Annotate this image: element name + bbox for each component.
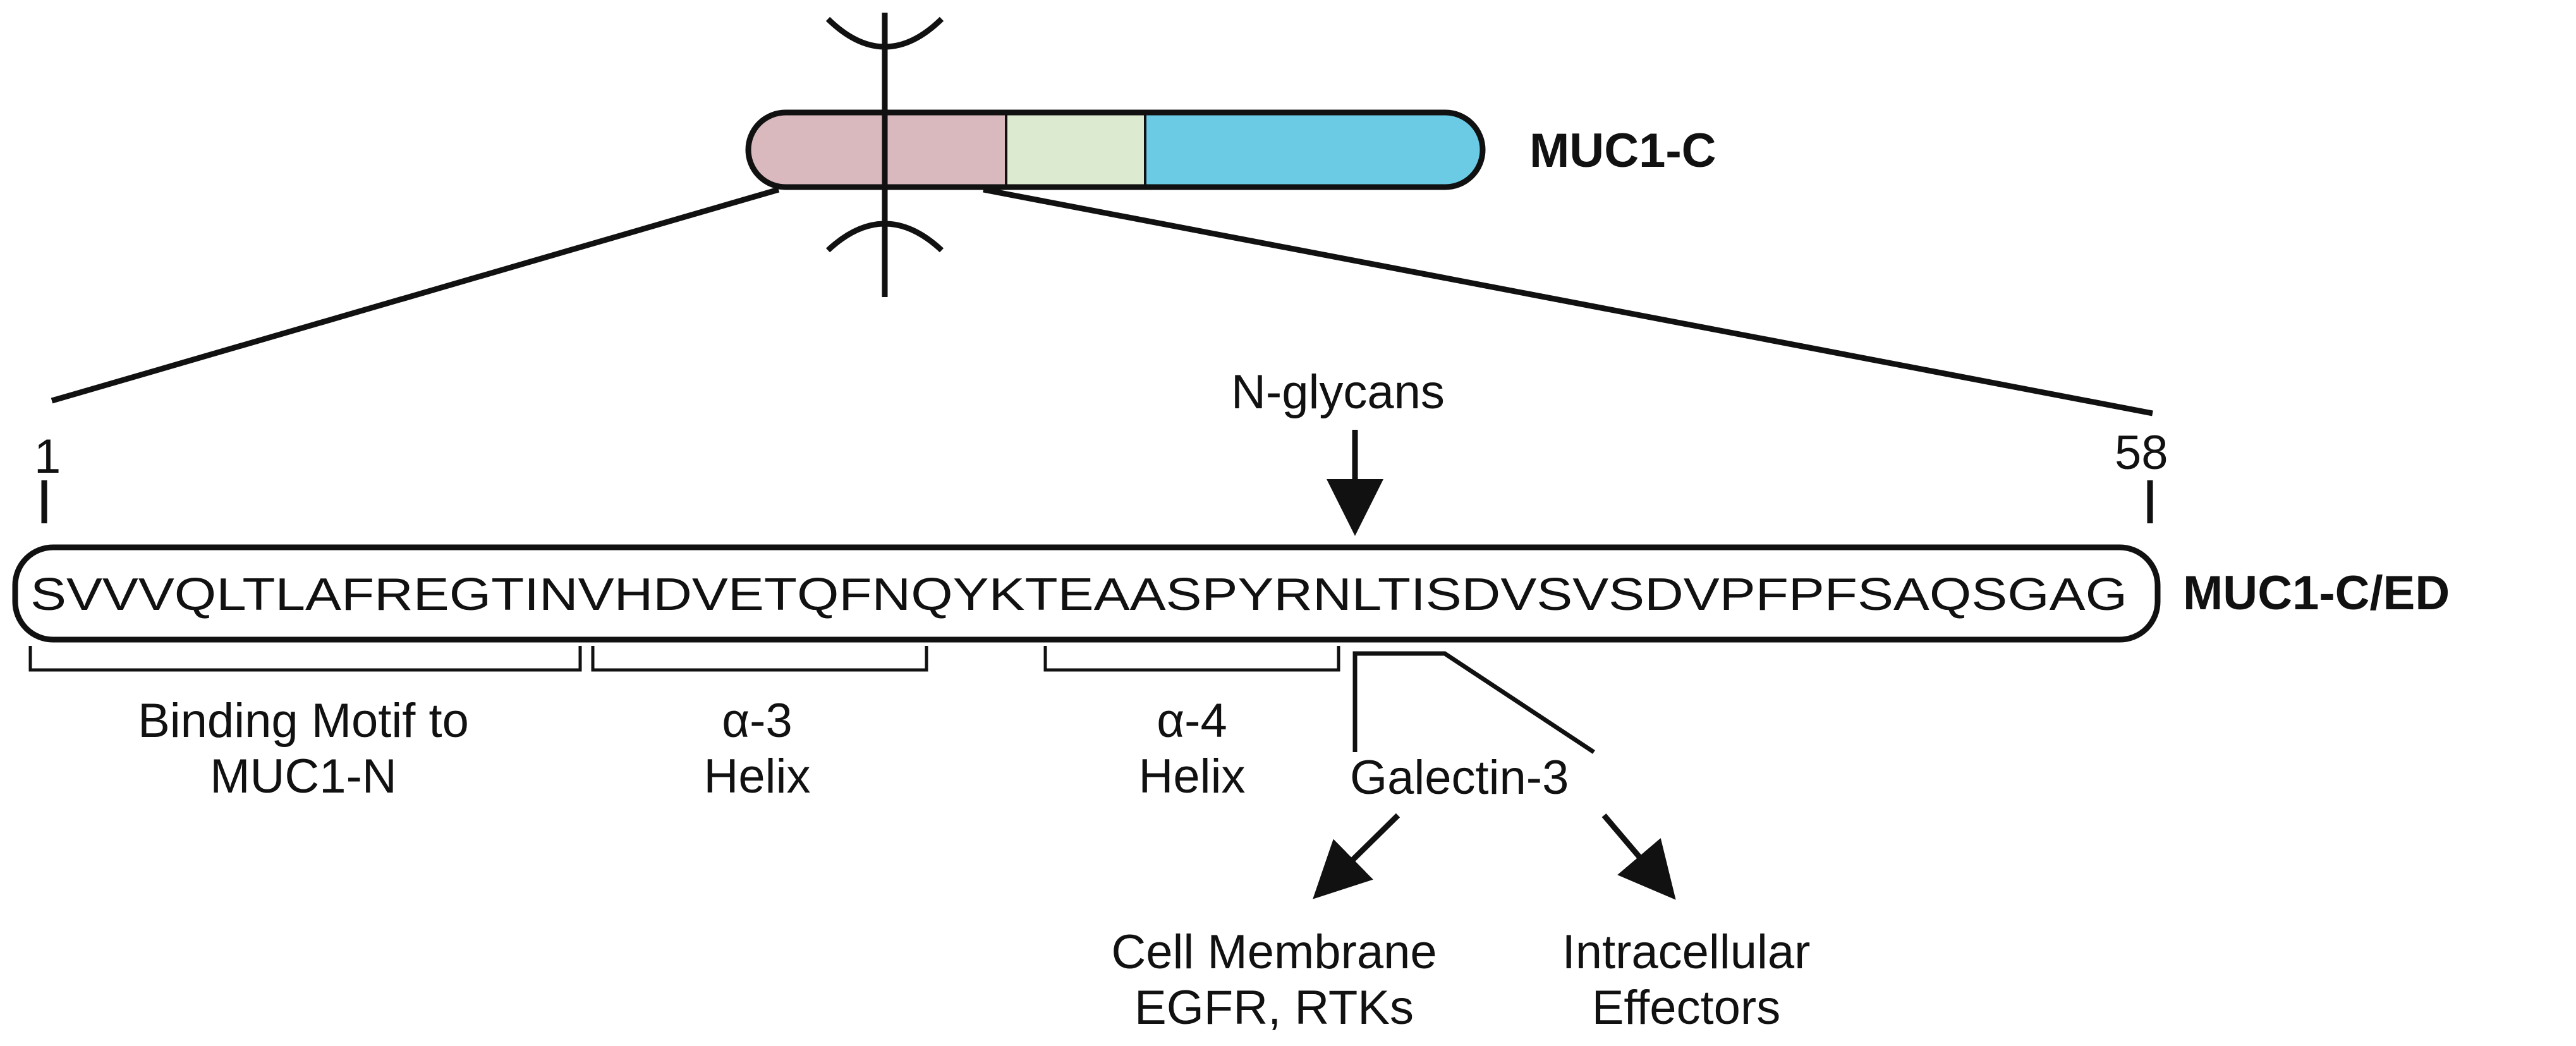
arrow-to-cell-membrane bbox=[1313, 813, 1400, 899]
region-label-line1: α-3 bbox=[722, 694, 793, 748]
region-label-line1: Binding Motif to bbox=[138, 694, 469, 748]
position-start-label: 1 bbox=[34, 430, 61, 483]
zoom-line-left bbox=[51, 186, 780, 404]
region-label-alpha3-helix: α-3 Helix bbox=[704, 694, 811, 803]
muc1-c-label: MUC1-C bbox=[1529, 124, 1716, 178]
extracellular-domain-segment bbox=[748, 113, 1006, 187]
effect-label-line2: EGFR, RTKs bbox=[1134, 981, 1414, 1035]
n-glycans-label: N-glycans bbox=[1231, 365, 1445, 419]
muc1-c-protein bbox=[745, 109, 1486, 190]
region-label-binding-motif: Binding Motif to MUC1-N bbox=[138, 694, 469, 803]
muc1-c-outline bbox=[745, 109, 1486, 190]
region-label-line2: Helix bbox=[1139, 750, 1246, 803]
galectin-3-connector bbox=[1352, 651, 1595, 754]
zoom-line-right bbox=[983, 186, 2153, 417]
muc1-c-ed-label: MUC1-C/ED bbox=[2183, 566, 2450, 620]
effect-label-line1: Cell Membrane bbox=[1111, 925, 1437, 979]
region-label-alpha4-helix: α-4 Helix bbox=[1139, 694, 1246, 803]
effect-cell-membrane: Cell Membrane EGFR, RTKs bbox=[1111, 925, 1437, 1035]
bracket-binding-motif bbox=[28, 646, 582, 672]
effect-intracellular-effectors: Intracellular Effectors bbox=[1562, 925, 1811, 1035]
effect-label-line2: Effectors bbox=[1592, 981, 1781, 1035]
arrow-to-intracellular-effectors bbox=[1601, 813, 1676, 900]
membrane-lower-arc bbox=[825, 221, 944, 253]
bracket-alpha4-helix bbox=[1043, 646, 1340, 672]
transmembrane-domain-segment bbox=[1006, 113, 1145, 187]
membrane-symbol bbox=[825, 13, 944, 297]
region-label-line1: α-4 bbox=[1157, 694, 1227, 748]
cytoplasmic-domain-segment bbox=[1145, 113, 1483, 187]
extracellular-sequence: SVVVQLTLAFREGTINVHDVETQFNQYKTEAASPYRNLTI… bbox=[30, 569, 2127, 620]
effect-label-line1: Intracellular bbox=[1562, 925, 1811, 979]
region-label-line2: MUC1-N bbox=[210, 750, 397, 803]
bracket-alpha3-helix bbox=[591, 646, 928, 672]
membrane-upper-arc bbox=[825, 16, 944, 50]
sequence-bar: SVVVQLTLAFREGTINVHDVETQFNQYKTEAASPYRNLTI… bbox=[12, 544, 2161, 643]
galectin-3-label: Galectin-3 bbox=[1350, 751, 1569, 805]
sequence-bar-background bbox=[12, 544, 2161, 643]
region-label-line2: Helix bbox=[704, 750, 811, 803]
position-end-label: 58 bbox=[2115, 426, 2168, 480]
